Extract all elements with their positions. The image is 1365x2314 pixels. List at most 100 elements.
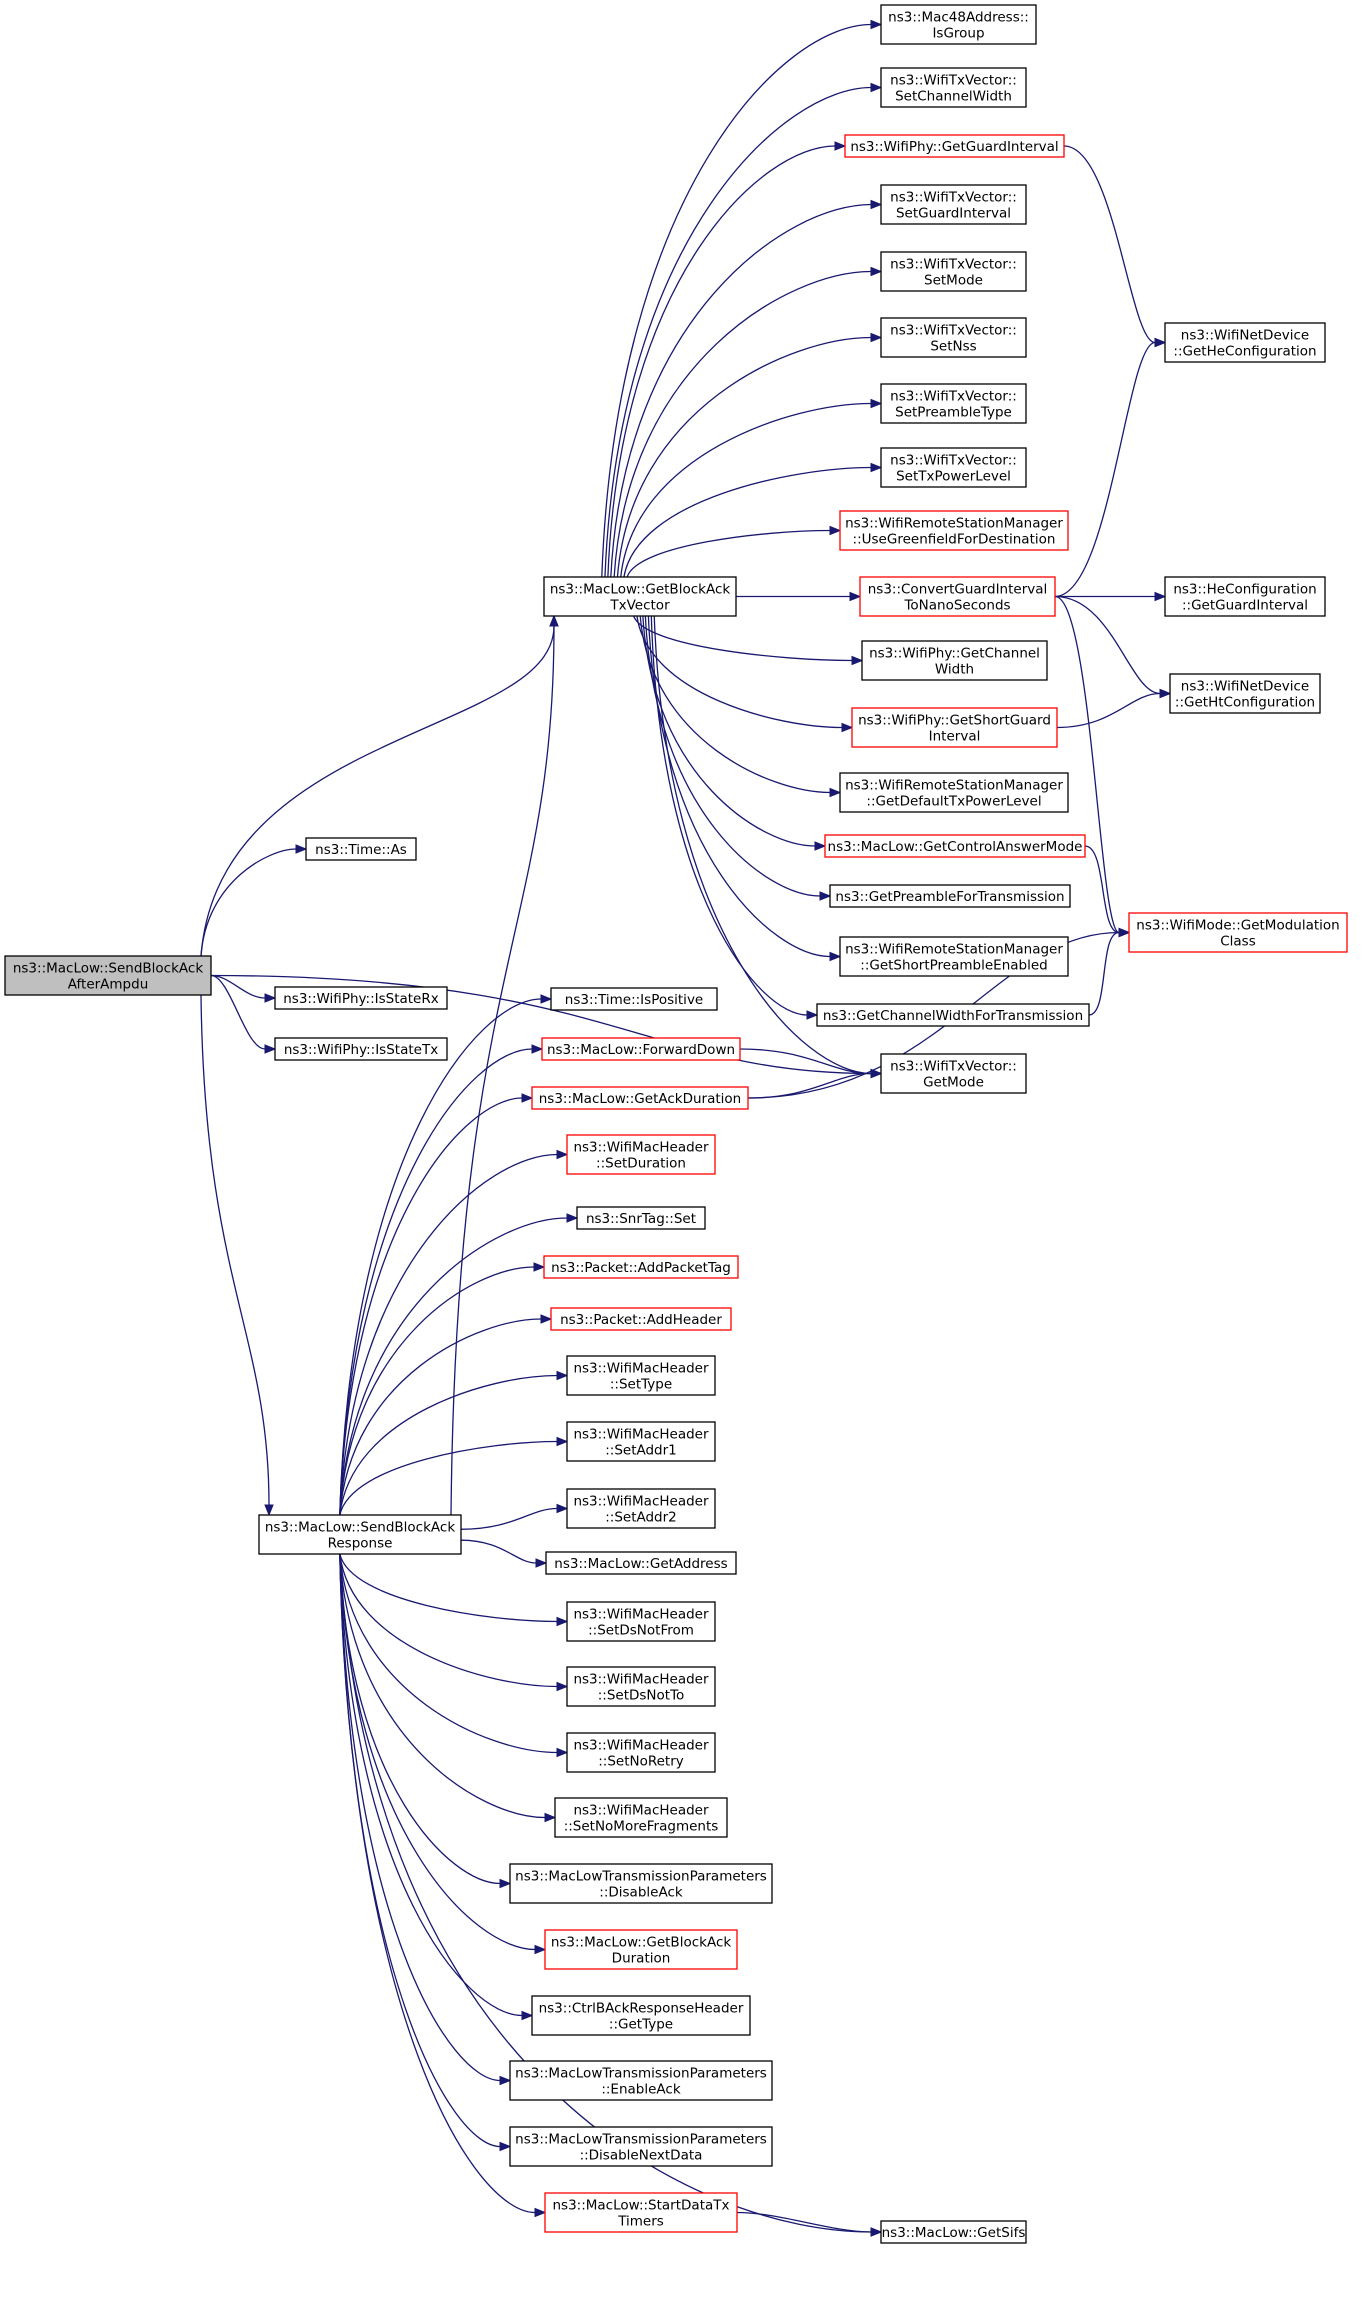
node-setchannelwidth[interactable]: ns3::WifiTxVector::SetChannelWidth [880,67,1027,108]
call-edge-root-to-getblockacktxvector [200,614,559,957]
node-settxpowerlevel[interactable]: ns3::WifiTxVector::SetTxPowerLevel [880,447,1027,488]
node-time-as[interactable]: ns3::Time::As [305,837,417,861]
node-label: ns3::WifiMacHeader [573,1494,709,1510]
node-box [880,383,1027,424]
call-edge-getblockacktxvector-to-getchannelwidth_phy [632,615,864,666]
node-getackduration[interactable]: ns3::MacLow::GetAckDuration [531,1086,749,1110]
node-box [258,1514,462,1555]
node-label: ns3::CtrlBAckResponseHeader [539,2001,744,2017]
call-edge-getblockacktxvector-to-settxpowerlevel [623,462,883,578]
node-ispositive[interactable]: ns3::Time::IsPositive [550,987,718,1011]
node-enableack[interactable]: ns3::MacLowTransmissionParameters::Enabl… [509,2060,773,2101]
node-label: ns3::Mac48Address:: [888,10,1029,26]
node-box [880,2220,1027,2244]
node-setnoretry[interactable]: ns3::WifiMacHeader::SetNoRetry [566,1732,716,1773]
node-box [839,936,1069,977]
node-label: ns3::WifiMacHeader [573,1427,709,1443]
call-edge-sendblockackresponse-to-addpackettag [339,1262,546,1516]
node-ctrlgettype[interactable]: ns3::CtrlBAckResponseHeader::GetType [531,1995,751,2036]
node-setnomorefragments[interactable]: ns3::WifiMacHeader::SetNoMoreFragments [554,1797,728,1838]
call-edge-getblockacktxvector-to-getshortpreamble [647,615,842,962]
node-usegreenfield[interactable]: ns3::WifiRemoteStationManager::UseGreenf… [839,510,1069,551]
node-label: ns3::Time::As [315,842,407,858]
node-label: ns3::WifiRemoteStationManager [845,778,1063,794]
call-edge-root-to-isstaterx [210,974,277,1003]
node-getaddress[interactable]: ns3::MacLow::GetAddress [545,1551,737,1575]
call-edge-sendblockackresponse-to-startdatatxtimers [339,1553,547,2218]
node-label: ToNanoSeconds [903,598,1010,614]
node-label: ::GetGuardInterval [1182,598,1308,614]
node-isgroup[interactable]: ns3::Mac48Address::IsGroup [880,4,1037,45]
node-getchannelwidth-phy[interactable]: ns3::WifiPhy::GetChannelWidth [861,640,1048,681]
node-label: ns3::HeConfiguration [1173,582,1316,598]
node-getchannelwidthfortx[interactable]: ns3::GetChannelWidthForTransmission [816,1003,1090,1027]
node-label: ns3::MacLowTransmissionParameters [515,2132,767,2148]
node-label: ns3::WifiTxVector:: [890,323,1017,339]
node-label: ns3::MacLowTransmissionParameters [515,1869,767,1885]
node-setduration[interactable]: ns3::WifiMacHeader::SetDuration [566,1134,716,1175]
node-setguardinterval[interactable]: ns3::WifiTxVector::SetGuardInterval [880,184,1027,225]
call-edge-getguardinterval_phy-to-getheconfiguration [1063,145,1167,348]
node-getdefaulttxpower[interactable]: ns3::WifiRemoteStationManager::GetDefaul… [839,772,1069,813]
node-getpreamblefortx[interactable]: ns3::GetPreambleForTransmission [829,884,1071,908]
node-box [1164,576,1326,617]
node-settype[interactable]: ns3::WifiMacHeader::SetType [566,1355,716,1396]
node-label: ::SetDsNotFrom [588,1623,694,1639]
node-getshortpreamble[interactable]: ns3::WifiRemoteStationManager::GetShortP… [839,936,1069,977]
node-isstatetx[interactable]: ns3::WifiPhy::IsStateTx [274,1037,448,1061]
node-box [839,772,1069,813]
node-box [1169,673,1321,714]
node-label: ns3::WifiPhy::GetGuardInterval [850,139,1058,155]
node-label: ns3::ConvertGuardInterval [868,582,1048,598]
node-setdsnotfrom[interactable]: ns3::WifiMacHeader::SetDsNotFrom [566,1601,716,1642]
node-setdsnotto[interactable]: ns3::WifiMacHeader::SetDsNotTo [566,1666,716,1707]
node-setpreambletype[interactable]: ns3::WifiTxVector::SetPreambleType [880,383,1027,424]
call-edge-getshortgi-to-gethtconfiguration [1056,688,1172,729]
node-isstaterx[interactable]: ns3::WifiPhy::IsStateRx [274,986,448,1010]
node-box [274,1037,448,1061]
node-box [824,834,1086,858]
node-box [566,1421,716,1462]
node-gethtconfiguration[interactable]: ns3::WifiNetDevice::GetHtConfiguration [1169,673,1321,714]
node-box [880,317,1027,358]
node-label: ::DisableNextData [580,2148,703,2164]
node-box [274,986,448,1010]
call-edge-startdatatxtimers-to-getsifs [736,2211,883,2237]
node-setmode[interactable]: ns3::WifiTxVector::SetMode [880,251,1027,292]
node-he-getguardinterval[interactable]: ns3::HeConfiguration::GetGuardInterval [1164,576,1326,617]
node-box [531,1086,749,1110]
node-disableack[interactable]: ns3::MacLowTransmissionParameters::Disab… [509,1863,773,1904]
node-getheconfiguration[interactable]: ns3::WifiNetDevice::GetHeConfiguration [1164,322,1326,363]
node-getcontrolanswermode[interactable]: ns3::MacLow::GetControlAnswerMode [824,834,1086,858]
node-box [880,447,1027,488]
node-label: ns3::Packet::AddHeader [560,1312,722,1328]
node-getmode[interactable]: ns3::WifiTxVector::GetMode [880,1053,1027,1094]
node-addpackettag[interactable]: ns3::Packet::AddPacketTag [543,1255,739,1279]
node-setaddr2[interactable]: ns3::WifiMacHeader::SetAddr2 [566,1488,716,1529]
node-label: ns3::WifiNetDevice [1181,679,1309,695]
node-box [509,1863,773,1904]
node-addheader[interactable]: ns3::Packet::AddHeader [550,1307,732,1331]
node-box [545,1551,737,1575]
node-getguardinterval-phy[interactable]: ns3::WifiPhy::GetGuardInterval [844,134,1065,158]
node-setnss[interactable]: ns3::WifiTxVector::SetNss [880,317,1027,358]
node-getsifs[interactable]: ns3::MacLow::GetSifs [880,2220,1027,2244]
node-box [4,955,212,996]
node-label: ::SetAddr1 [605,1443,677,1459]
node-setaddr1[interactable]: ns3::WifiMacHeader::SetAddr1 [566,1421,716,1462]
node-disablenextdata[interactable]: ns3::MacLowTransmissionParameters::Disab… [509,2126,773,2167]
node-box [880,4,1037,45]
node-label: ns3::MacLow::ForwardDown [547,1042,735,1058]
node-snrtagset[interactable]: ns3::SnrTag::Set [576,1206,706,1230]
node-label: ns3::WifiMacHeader [573,1607,709,1623]
node-label: ::GetType [609,2017,673,2033]
node-forwarddown[interactable]: ns3::MacLow::ForwardDown [541,1037,741,1061]
